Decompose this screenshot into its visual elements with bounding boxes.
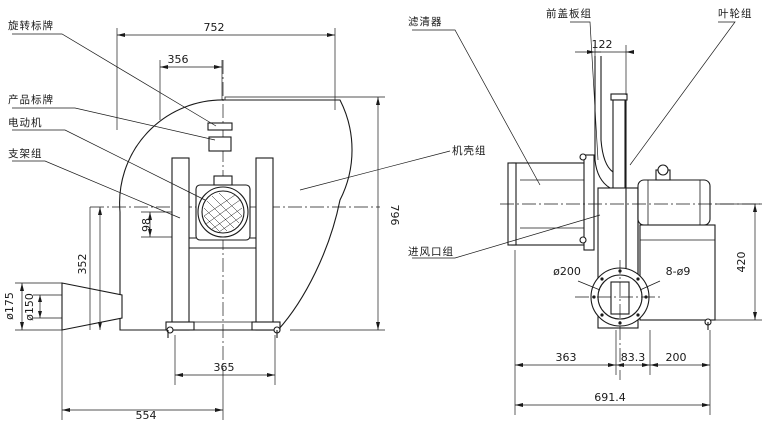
label-rotation-plate: 旋转标牌 <box>8 19 54 32</box>
front-view <box>12 28 451 420</box>
dim-bracket-width: 356 <box>168 53 189 66</box>
label-impeller: 叶轮组 <box>718 7 753 20</box>
dim-inlet-dia: ø200 <box>553 265 581 278</box>
motor-side <box>637 164 711 226</box>
dim-motor-offset: 98 <box>140 218 153 232</box>
dim-center-height: 352 <box>76 254 89 275</box>
dim-flange-offset: 83.3 <box>621 351 646 364</box>
motor-front <box>195 175 251 241</box>
outlet-duct <box>61 282 123 331</box>
filter-box <box>507 154 595 251</box>
dim-motor-base-offset: 200 <box>666 351 687 364</box>
label-bracket: 支架组 <box>8 147 43 160</box>
dim-bolt-holes: 8-ø9 <box>666 265 691 278</box>
label-inlet: 进风口组 <box>408 245 454 258</box>
dim-overall-width: 752 <box>204 21 225 34</box>
labels: 旋转标牌 产品标牌 电动机 支架组 机壳组 滤清器 前盖板组 叶轮组 进风口组 <box>8 7 753 258</box>
dim-front-cover-gap: 122 <box>592 38 613 51</box>
dimension-texts: 752 356 796 98 352 ø175 ø150 365 554 122… <box>3 21 748 422</box>
dim-outlet-inner: ø150 <box>23 293 36 321</box>
side-view <box>412 21 762 415</box>
casing-volute <box>119 99 353 331</box>
rotation-plate <box>207 122 233 131</box>
label-product-plate: 产品标牌 <box>8 93 54 106</box>
dim-base-width: 365 <box>214 361 235 374</box>
dim-side-total: 691.4 <box>594 391 626 404</box>
dim-overall-height: 796 <box>388 205 401 226</box>
dim-outlet-outer: ø175 <box>3 292 16 320</box>
dim-side-height: 420 <box>735 252 748 273</box>
label-casing: 机壳组 <box>452 144 487 157</box>
motor-fan-grille <box>203 192 243 233</box>
label-motor: 电动机 <box>8 116 43 129</box>
label-filter: 滤清器 <box>408 15 443 28</box>
label-front-cover: 前盖板组 <box>546 7 592 20</box>
base-side <box>639 224 716 330</box>
dim-inlet-offset: 363 <box>556 351 577 364</box>
dim-outlet-distance: 554 <box>136 409 157 422</box>
front-cover <box>594 56 628 191</box>
product-plate <box>208 136 232 152</box>
